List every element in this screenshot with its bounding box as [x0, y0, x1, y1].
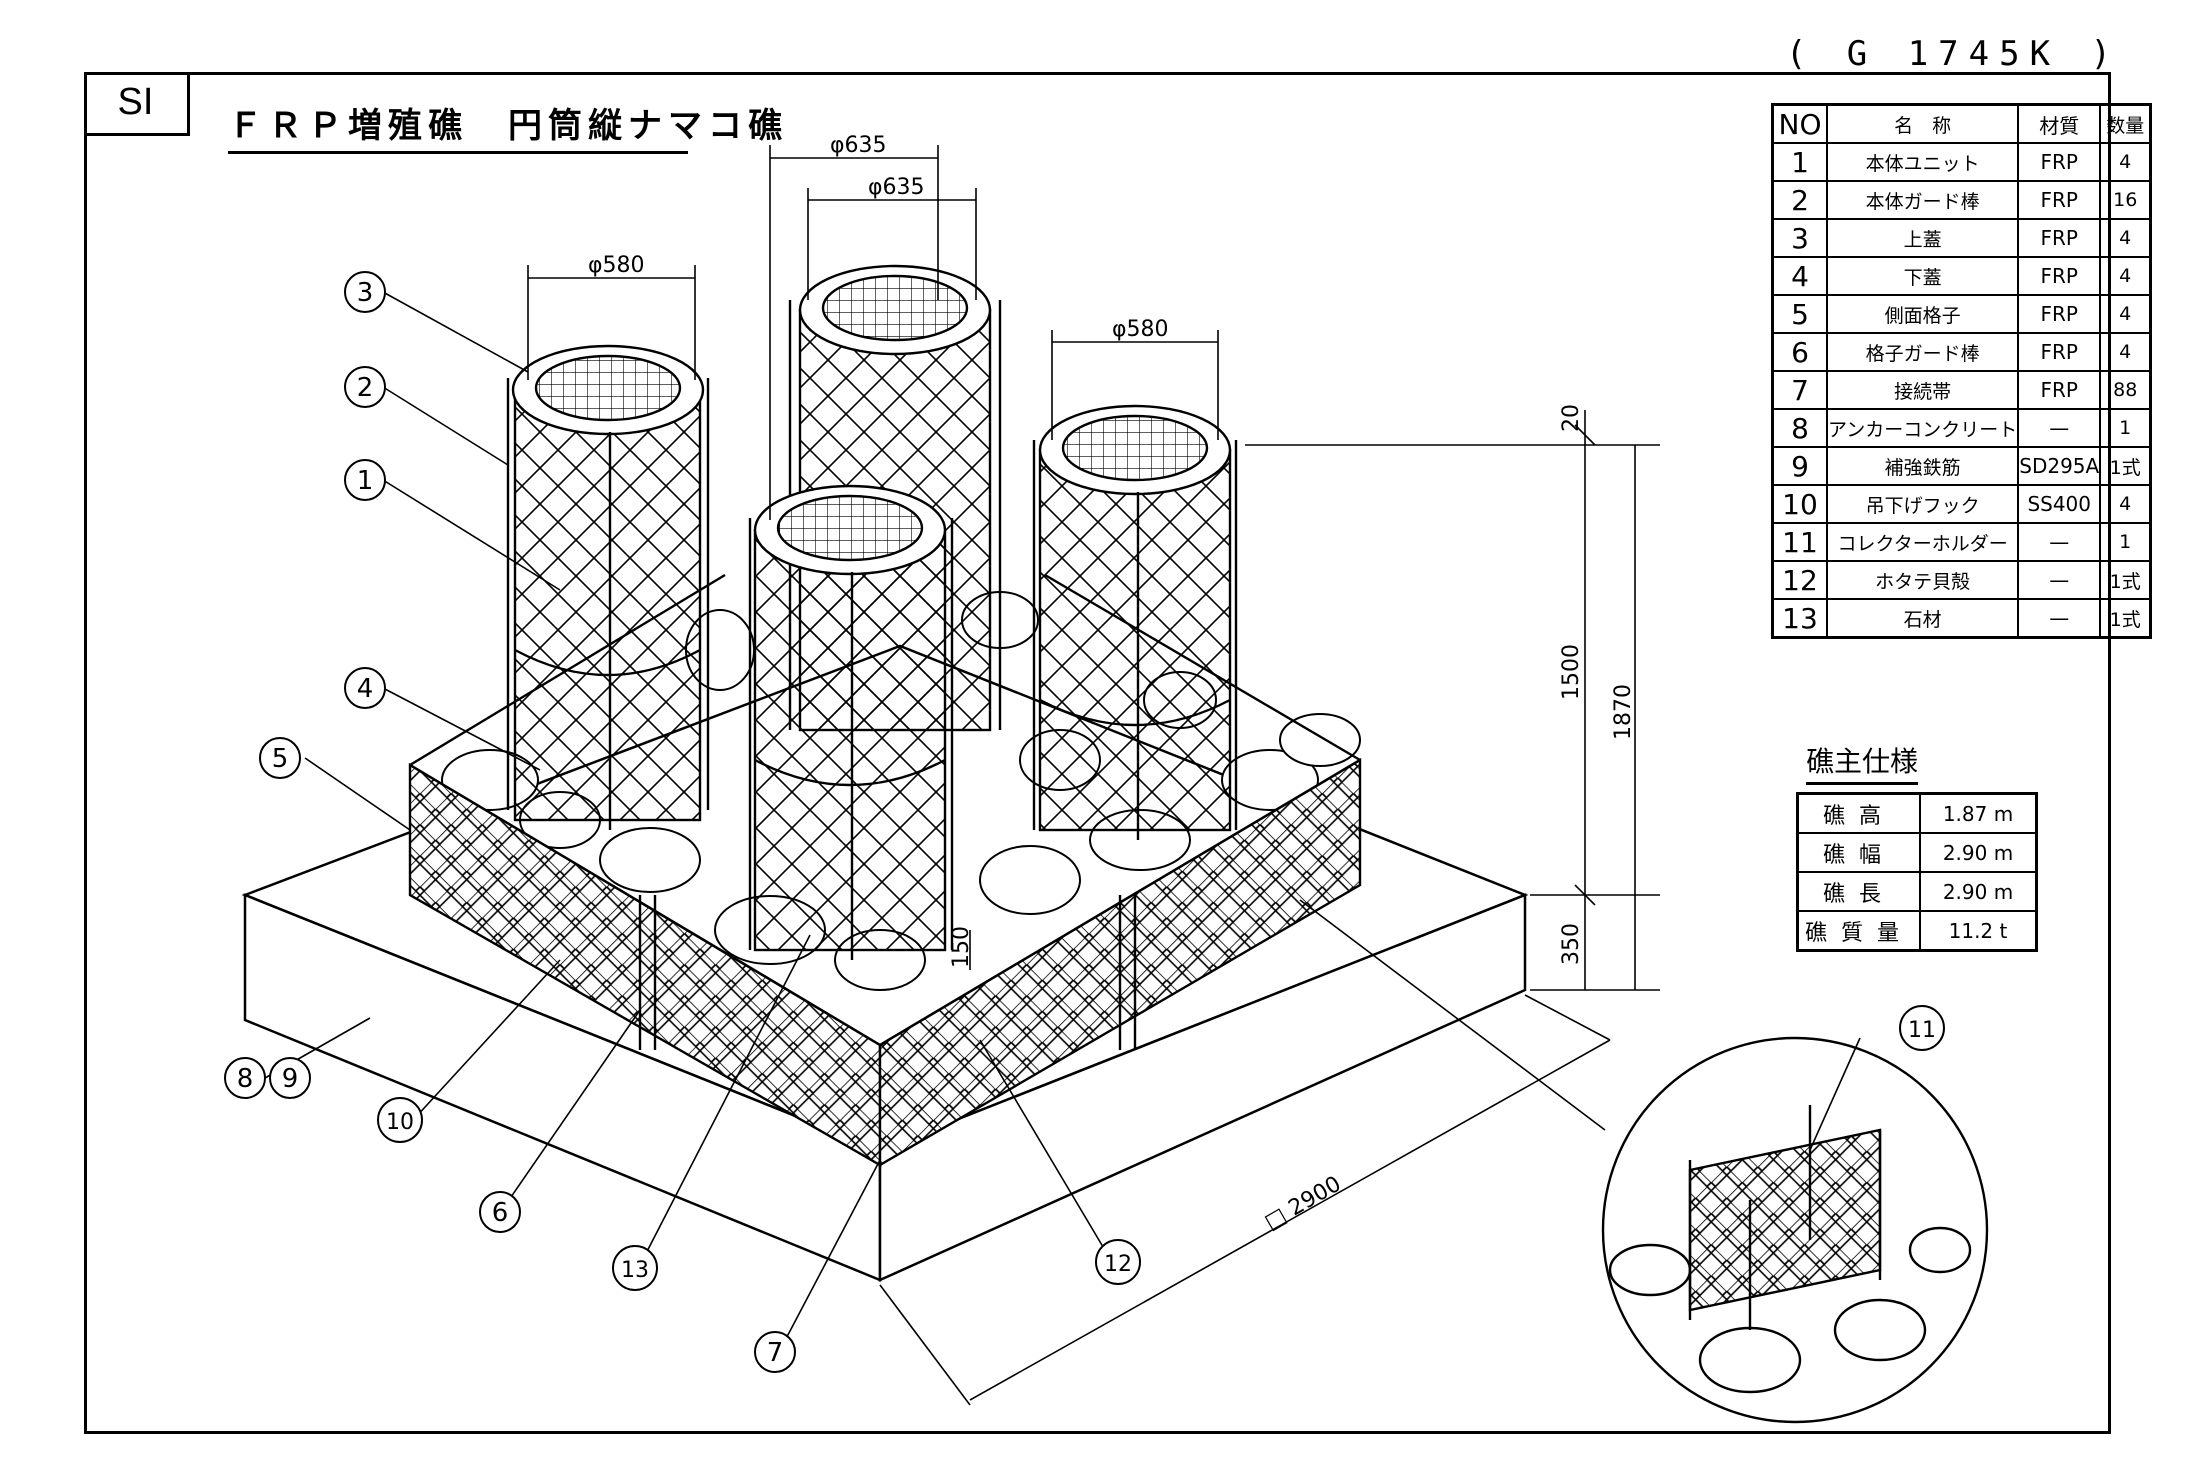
dim-d635-second: φ635: [868, 175, 925, 200]
svg-text:11: 11: [1908, 1018, 1936, 1043]
unit-right: [1032, 404, 1238, 840]
header-material: 材質: [2017, 103, 2102, 144]
leader-lines: [264, 291, 1861, 1351]
dimension-labels: φ580 φ635 φ635 φ580 20 1500 1870 350 150…: [588, 133, 1636, 1235]
svg-text:7: 7: [767, 1338, 784, 1368]
dim-d580-left: φ580: [588, 253, 645, 278]
svg-text:1: 1: [357, 466, 374, 496]
dim-d635-top: φ635: [830, 133, 887, 158]
svg-text:2: 2: [357, 373, 374, 403]
dim-h1870: 1870: [1611, 684, 1636, 740]
callout-1: 1: [344, 459, 386, 501]
callout-5: 5: [259, 737, 301, 779]
collector-holder-detail: [1601, 1036, 1989, 1424]
header-name: 名 称: [1825, 103, 2020, 144]
callout-8: 8: [224, 1057, 266, 1099]
callout-10: 10: [377, 1097, 423, 1143]
callout-9: 9: [269, 1057, 311, 1099]
parts-header-row: NO 名 称 材質 数量: [1771, 103, 2152, 144]
callout-4: 4: [344, 667, 386, 709]
svg-text:4: 4: [357, 674, 374, 704]
header-qty: 数量: [2099, 103, 2152, 144]
dim-h1500: 1500: [1559, 644, 1584, 700]
callout-7: 7: [754, 1331, 796, 1373]
callout-13: 13: [612, 1245, 658, 1291]
unit-left: [506, 344, 710, 830]
dim-h20: 20: [1559, 404, 1584, 432]
dim-h150: 150: [949, 926, 974, 968]
callout-12: 12: [1095, 1239, 1141, 1285]
unit-front-center: [748, 484, 954, 960]
svg-text:5: 5: [272, 744, 289, 774]
sheet-code: SI: [84, 72, 190, 136]
callout-3: 3: [344, 271, 386, 313]
drawing-number: ( G 1745K ): [1785, 34, 2121, 74]
svg-text:3: 3: [357, 278, 374, 308]
callout-6: 6: [479, 1191, 521, 1233]
dimension-lines: [527, 145, 1660, 1406]
side-lattice: [408, 573, 1362, 1168]
svg-text:12: 12: [1104, 1252, 1132, 1277]
dim-h350: 350: [1559, 923, 1584, 965]
callout-2: 2: [344, 366, 386, 408]
svg-text:10: 10: [386, 1110, 414, 1135]
svg-text:6: 6: [492, 1198, 509, 1228]
drawing-frame: [84, 72, 2111, 1434]
svg-text:9: 9: [282, 1064, 299, 1094]
header-no: NO: [1771, 103, 1828, 144]
spec-title: 礁主仕様: [1806, 740, 1919, 785]
svg-text:13: 13: [621, 1258, 649, 1283]
svg-text:8: 8: [237, 1064, 254, 1094]
callout-11: 11: [1899, 1005, 1945, 1051]
callout-balloons: 3 2 1 4 5 8 9 10 6 13 7 12 11: [224, 271, 1945, 1373]
dim-d580-right: φ580: [1112, 317, 1169, 342]
dim-base: □ 2900: [1261, 1172, 1346, 1236]
